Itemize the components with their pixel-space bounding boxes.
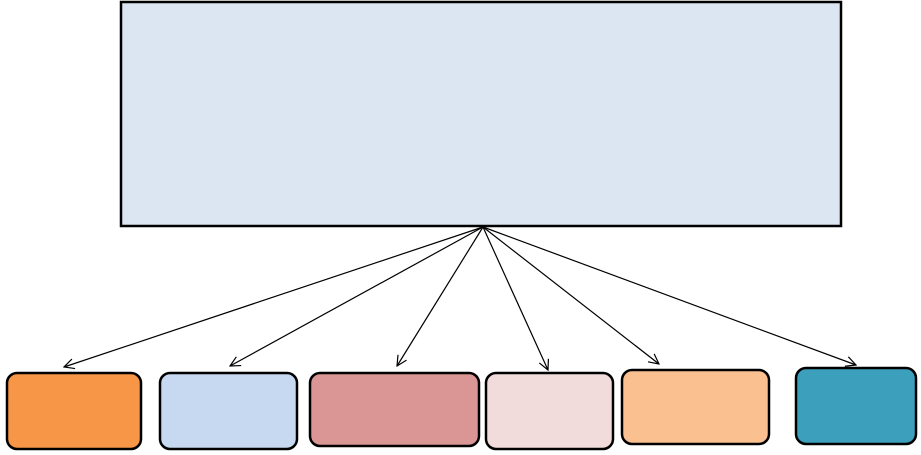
- child-5-node: [620, 368, 771, 446]
- child-4-box: [484, 371, 615, 451]
- connector-arrow-1: [64, 226, 484, 367]
- connector-arrow-2: [230, 226, 484, 366]
- child-1-box: [5, 371, 143, 451]
- child-5-box: [620, 368, 771, 446]
- child-4-node: [484, 371, 615, 451]
- root-node-group: [119, 0, 843, 228]
- root-node: [119, 0, 843, 228]
- child-6-box: [794, 366, 918, 446]
- child-2-box: [158, 371, 299, 451]
- child-3-node: [308, 371, 481, 448]
- connector-arrow-3: [397, 226, 484, 366]
- connector-arrow-6: [482, 226, 856, 365]
- child-1-node: [5, 371, 143, 451]
- child-6-node: [794, 366, 918, 446]
- connector-arrow-4: [482, 226, 548, 370]
- child-3-box: [308, 371, 481, 448]
- connectors: [64, 226, 856, 370]
- connector-arrow-5: [482, 226, 659, 364]
- child-2-node: [158, 371, 299, 451]
- child-nodes: [5, 366, 918, 451]
